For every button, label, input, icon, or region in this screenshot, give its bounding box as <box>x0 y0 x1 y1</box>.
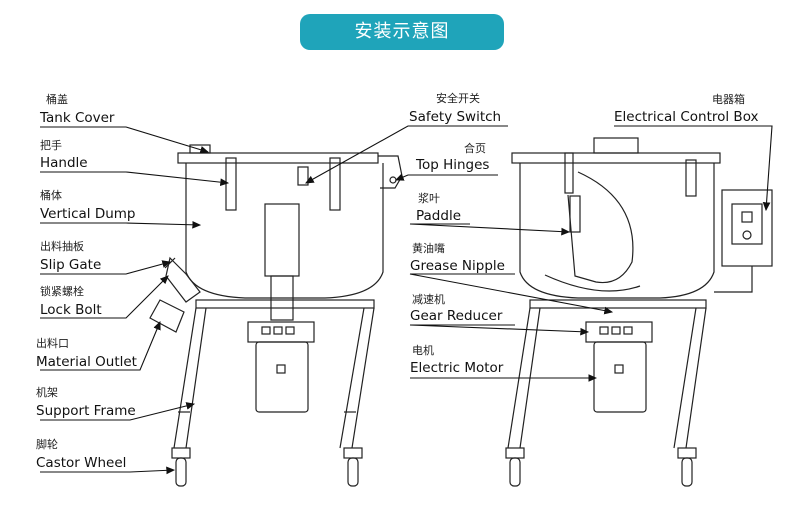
label-handle-cn: 把手 <box>40 139 62 152</box>
paddle-shape <box>567 171 634 284</box>
label-gear-reducer: Gear Reducer <box>410 308 503 324</box>
leader-handle <box>40 171 230 187</box>
label-safety-switch: Safety Switch <box>409 109 502 125</box>
label-electric-motor: Electric Motor <box>410 360 504 376</box>
label-tank-cover: Tank Cover <box>40 110 115 126</box>
label-slip-gate-cn: 出料抽板 <box>40 240 84 253</box>
castor-wheel-right <box>681 457 693 487</box>
leader-gear-reducer <box>409 324 590 336</box>
label-grease-nipple: Grease Nipple <box>410 258 505 274</box>
label-material-outlet: Material Outlet <box>36 354 137 370</box>
support-frame-left <box>173 307 207 449</box>
label-vertical-dump-cn: 桶体 <box>40 189 62 202</box>
label-handle: Handle <box>40 155 88 171</box>
label-gear-reducer-cn: 减速机 <box>412 293 445 306</box>
label-safety-switch-cn: 安全开关 <box>436 92 480 105</box>
label-paddle-cn: 浆叶 <box>418 192 440 205</box>
label-grease-nipple-cn: 黄油嘴 <box>412 242 445 255</box>
page-title: 安装示意图 <box>300 14 504 50</box>
label-top-hinges: Top Hinges <box>416 157 490 173</box>
label-slip-gate: Slip Gate <box>40 257 102 273</box>
label-paddle: Paddle <box>416 208 462 224</box>
gear-reducer-right <box>585 321 653 343</box>
leader-tank-cover <box>40 126 210 154</box>
leader-material-outlet <box>40 320 161 371</box>
gear-reducer-left <box>247 321 315 343</box>
handle-shape <box>225 157 237 211</box>
label-castor-wheel-cn: 脚轮 <box>36 438 58 451</box>
label-electric-motor-cn: 电机 <box>412 344 434 357</box>
tank-cover-shape <box>177 152 379 164</box>
leader-vertical-dump <box>40 220 202 229</box>
label-tank-cover-cn: 桶盖 <box>46 93 68 106</box>
label-control-box: Electrical Control Box <box>614 109 759 125</box>
right-mixer <box>505 137 773 487</box>
label-support-frame-cn: 机架 <box>36 386 58 399</box>
label-lock-bolt: Lock Bolt <box>40 302 102 318</box>
label-top-hinges-cn: 合页 <box>464 142 486 155</box>
label-castor-wheel: Castor Wheel <box>36 455 127 471</box>
leader-support-frame <box>40 402 196 421</box>
leader-top-hinges <box>394 173 498 181</box>
castor-wheel-left <box>175 457 187 487</box>
tank-body-shape <box>185 163 384 299</box>
label-vertical-dump: Vertical Dump <box>40 206 136 222</box>
motor-right <box>593 341 647 413</box>
label-lock-bolt-cn: 锁紧螺栓 <box>40 285 84 298</box>
leader-paddle <box>409 223 571 236</box>
leader-castor-wheel <box>40 466 176 475</box>
left-mixer <box>149 144 403 487</box>
motor-left <box>255 341 309 413</box>
control-box-shape <box>721 189 773 267</box>
label-control-box-cn: 电器箱 <box>712 93 745 106</box>
leader-safety-switch <box>305 125 508 184</box>
label-material-outlet-cn: 出料口 <box>36 337 69 350</box>
label-support-frame: Support Frame <box>36 403 136 419</box>
leader-control-box <box>614 125 773 212</box>
leader-slip-gate <box>40 260 172 275</box>
leader-grease-nipple <box>409 273 614 315</box>
leader-lock-bolt <box>40 275 169 319</box>
